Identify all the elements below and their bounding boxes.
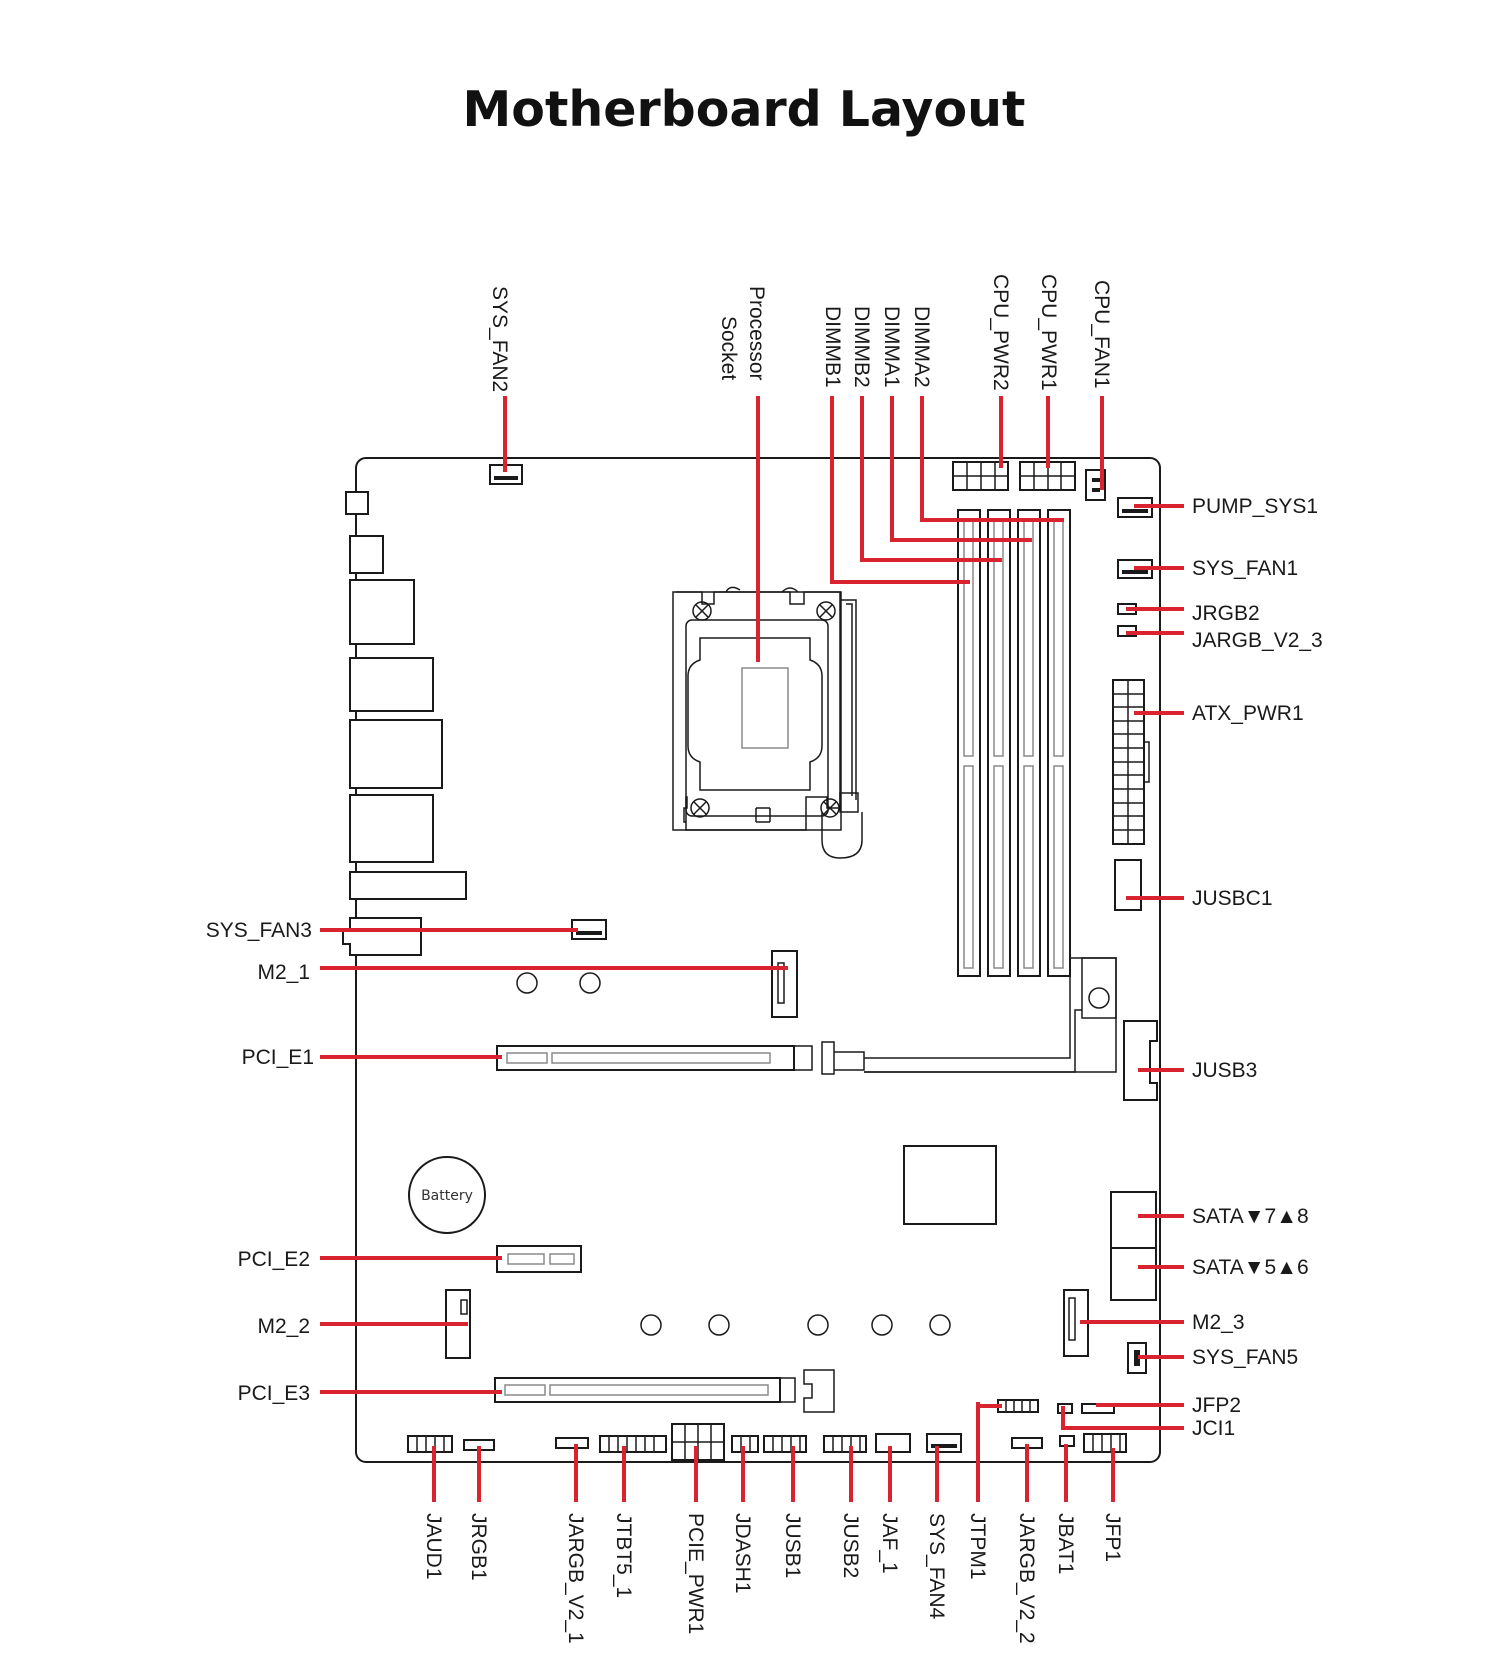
label-jrgb1: JRGB1: [467, 1513, 490, 1581]
label-jfp2: JFP2: [1192, 1394, 1241, 1417]
top-labels: SYS_FAN2 Processor Socket DIMMB1 DIMMB2 …: [488, 274, 1113, 392]
label-sys-fan3: SYS_FAN3: [206, 919, 312, 942]
pci-e1-slot: [496, 957, 1117, 1075]
label-sata56: SATA▼5▲6: [1192, 1256, 1309, 1279]
label-cpu-pwr1: CPU_PWR1: [1037, 274, 1060, 391]
battery-label: Battery: [421, 1188, 473, 1204]
label-dimmb1: DIMMB1: [821, 306, 844, 388]
page-title: Motherboard Layout: [463, 81, 1026, 138]
label-sys-fan2: SYS_FAN2: [488, 286, 511, 392]
label-pcie-pwr1: PCIE_PWR1: [684, 1513, 707, 1634]
label-jusb3: JUSB3: [1192, 1059, 1257, 1082]
label-processor-socket-line2: Socket: [717, 316, 740, 380]
label-sys-fan5: SYS_FAN5: [1192, 1346, 1298, 1369]
label-pci-e3: PCI_E3: [238, 1382, 310, 1405]
label-dimmb2: DIMMB2: [850, 306, 873, 388]
label-jfp1: JFP1: [1101, 1513, 1124, 1562]
label-jdash1: JDASH1: [731, 1513, 754, 1594]
jusb3-connector: [1123, 1020, 1158, 1101]
label-jtbt5-1: JTBT5_1: [612, 1513, 635, 1598]
label-jusb1: JUSB1: [781, 1513, 804, 1578]
label-jbat1: JBAT1: [1054, 1513, 1077, 1574]
m2-standoffs-row: [640, 1314, 951, 1336]
label-m2-1: M2_1: [257, 961, 310, 984]
label-jaf-1: JAF_1: [878, 1513, 901, 1574]
atx-pwr1-connector: [1112, 679, 1150, 845]
label-m2-3: M2_3: [1192, 1311, 1245, 1334]
callout-lines: [320, 396, 1184, 1502]
label-cpu-pwr2: CPU_PWR2: [989, 274, 1012, 391]
battery: Battery: [408, 1156, 486, 1234]
label-jargb-v2-2: JARGB_V2_2: [1015, 1513, 1038, 1644]
label-sys-fan1: SYS_FAN1: [1192, 557, 1298, 580]
label-jci1: JCI1: [1192, 1417, 1235, 1440]
label-pump-sys1: PUMP_SYS1: [1192, 495, 1318, 518]
pci-e2-slot: [496, 1245, 582, 1273]
label-sata78: SATA▼7▲8: [1192, 1205, 1309, 1228]
label-jargb-v2-1: JARGB_V2_1: [564, 1513, 587, 1644]
label-cpu-fan1: CPU_FAN1: [1090, 280, 1113, 389]
m2-1-slot: [771, 950, 798, 1018]
bottom-labels: JAUD1 JRGB1 JARGB_V2_1 JTBT5_1 PCIE_PWR1…: [422, 1513, 1124, 1644]
right-labels: PUMP_SYS1 SYS_FAN1 JRGB2 JARGB_V2_3 ATX_…: [1192, 495, 1323, 1440]
label-jargb-v2-3: JARGB_V2_3: [1192, 629, 1323, 652]
m2-area-standoffs: [516, 972, 601, 994]
left-labels: SYS_FAN3 M2_1 PCI_E1 PCI_E2 M2_2 PCI_E3: [206, 919, 314, 1405]
label-pci-e1: PCI_E1: [242, 1046, 314, 1069]
label-jaud1: JAUD1: [422, 1513, 445, 1580]
jusbc1-connector: [1114, 859, 1142, 911]
label-atx-pwr1: ATX_PWR1: [1192, 702, 1304, 725]
label-jrgb2: JRGB2: [1192, 602, 1260, 625]
dimm-slots: [957, 509, 1071, 977]
label-pci-e2: PCI_E2: [238, 1248, 310, 1271]
label-jusbc1: JUSBC1: [1192, 887, 1273, 910]
sata-ports: [1110, 1191, 1157, 1301]
label-sys-fan4: SYS_FAN4: [925, 1513, 948, 1620]
label-jusb2: JUSB2: [839, 1513, 862, 1578]
rear-io-panel: [342, 491, 467, 956]
chipset: [903, 1145, 997, 1225]
label-dimma2: DIMMA2: [910, 306, 933, 388]
label-jtpm1: JTPM1: [966, 1513, 989, 1580]
label-dimma1: DIMMA1: [880, 306, 903, 388]
label-processor-socket-line1: Processor: [745, 286, 768, 381]
bottom-headers: [407, 1399, 1127, 1461]
label-m2-2: M2_2: [257, 1315, 310, 1338]
